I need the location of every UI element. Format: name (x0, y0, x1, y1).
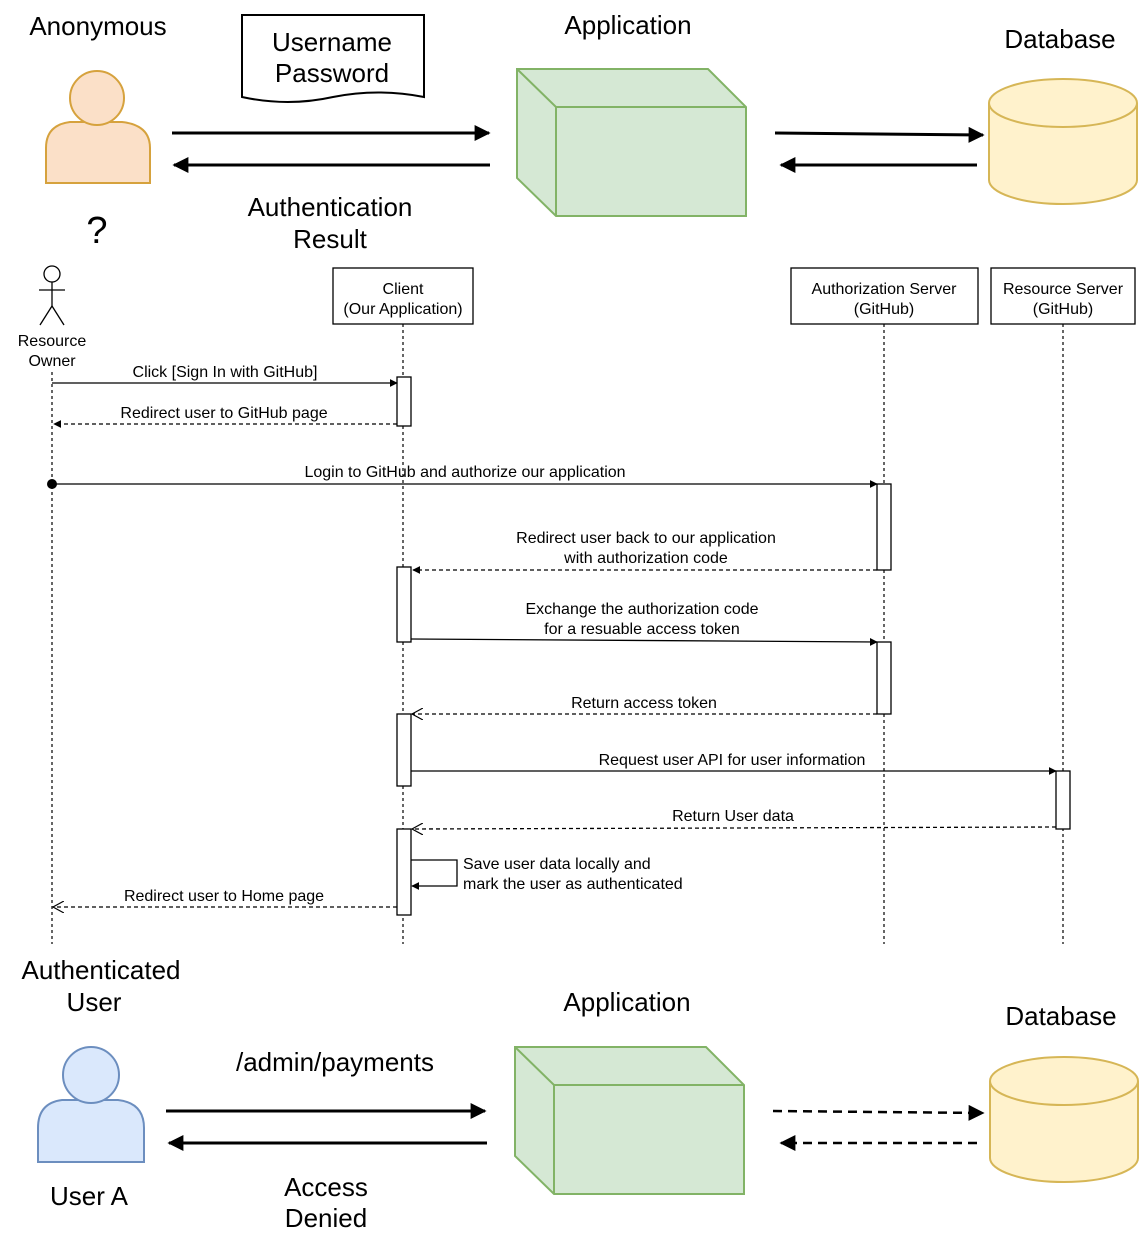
request-path-label: /admin/payments (236, 1047, 434, 1077)
auth-activation-2 (876, 641, 892, 715)
top-application-box (516, 68, 747, 217)
bottom-database-label: Database (1005, 1001, 1116, 1031)
anonymous-label: Anonymous (29, 11, 166, 41)
authenticated-user-label-2: User (67, 987, 122, 1017)
user-a-label: User A (50, 1181, 129, 1211)
client-activation-4 (396, 828, 412, 916)
msg-login-authorize: Login to GitHub and authorize our applic… (304, 464, 625, 481)
msg-exchange-code-line-1: Exchange the authorization code (525, 601, 758, 618)
auth-server-label-2: (GitHub) (854, 301, 914, 318)
msg-return-token: Return access token (571, 695, 717, 712)
unknown-identity-mark: ? (86, 210, 107, 252)
client-activation-3 (396, 713, 412, 787)
access-denied-line-1: Access (284, 1172, 368, 1202)
credentials-document: Username Password (241, 14, 425, 103)
top-application-label: Application (564, 10, 691, 40)
resource-server-participant-box (990, 267, 1136, 325)
auth-result-line-2: Result (293, 224, 367, 254)
top-database-label: Database (1004, 24, 1115, 54)
bottom-database-icon (989, 1056, 1139, 1183)
msg-save-user-self-arrow (411, 859, 458, 890)
resource-owner-label-2: Owner (28, 353, 76, 370)
msg-return-user-data: Return User data (672, 808, 794, 825)
auth-server-label-1: Authorization Server (812, 281, 958, 298)
resource-server-label-2: (GitHub) (1033, 301, 1093, 318)
resource-owner-actor (39, 265, 65, 326)
msg-exchange-code-line-2: for a resuable access token (544, 621, 740, 638)
auth-result-line-1: Authentication (248, 192, 413, 222)
resource-activation-1 (1055, 770, 1071, 830)
bottom-application-box (514, 1046, 745, 1195)
msg-save-user-line-2: mark the user as authenticated (463, 876, 683, 893)
credentials-line-1: Username (272, 27, 392, 57)
access-denied-line-2: Denied (285, 1203, 367, 1233)
client-label-2: (Our Application) (343, 301, 462, 318)
resource-owner-label-1: Resource (18, 333, 87, 350)
msg-redirect-back-line-2: with authorization code (563, 550, 728, 567)
client-activation-1 (396, 376, 412, 427)
client-label-1: Client (383, 281, 424, 298)
msg-request-user-api: Request user API for user information (599, 752, 866, 769)
db-query-arrow (774, 126, 985, 143)
bottom-application-label: Application (563, 987, 690, 1017)
client-participant-box (332, 267, 474, 325)
credentials-line-2: Password (275, 58, 389, 88)
resource-server-label-1: Resource Server (1003, 281, 1124, 298)
msg-save-user-line-1: Save user data locally and (463, 856, 651, 873)
anonymous-user-icon (45, 70, 151, 184)
msg-redirect-back-line-1: Redirect user back to our application (516, 530, 776, 547)
msg-redirect-github: Redirect user to GitHub page (120, 405, 327, 422)
msg-redirect-home: Redirect user to Home page (124, 888, 324, 905)
user-a-icon (37, 1046, 145, 1163)
msg-return-user-data-arrow (412, 827, 1057, 829)
msg-exchange-code-arrow (410, 637, 878, 646)
client-activation-2 (396, 566, 412, 643)
auth-activation-1 (876, 483, 892, 571)
top-database-icon (988, 78, 1138, 205)
authenticated-user-label-1: Authenticated (21, 955, 180, 985)
bottom-db-query-arrow (772, 1104, 985, 1121)
msg-click-sign-in: Click [Sign In with GitHub] (133, 364, 318, 381)
